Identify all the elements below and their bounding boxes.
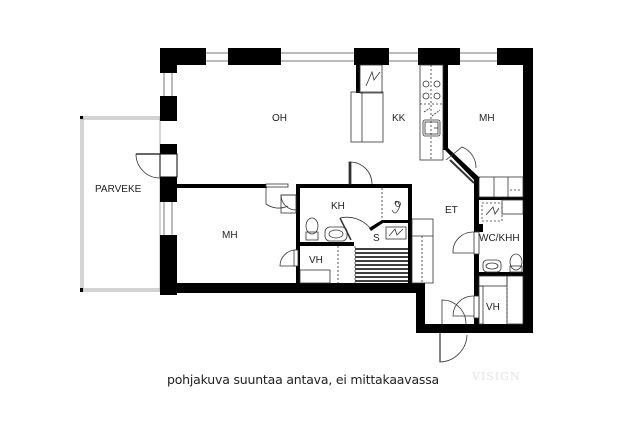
hall-cabinet (411, 218, 434, 284)
walls (159, 48, 533, 333)
label-living-room: OH (272, 113, 287, 124)
label-bathroom: KH (331, 201, 345, 212)
label-balcony: PARVEKE (95, 184, 142, 195)
label-wc-utility: WC/KHH (479, 233, 520, 244)
label-kitchen: KK (392, 113, 406, 124)
doors (135, 146, 480, 363)
label-hallway: ET (445, 205, 458, 216)
room-labels: OH KK MH PARVEKE MH KH S VH ET WC/KHH VH (95, 113, 520, 313)
label-closet-west: VH (309, 255, 323, 266)
balcony (80, 116, 161, 292)
sauna-bench (355, 248, 408, 282)
label-bedroom-east: MH (479, 113, 495, 124)
bathroom-fixtures (305, 188, 407, 283)
label-sauna: S (373, 233, 380, 244)
closet-west-fixtures (299, 246, 339, 284)
label-bedroom-west: MH (222, 230, 238, 241)
disclaimer-caption: pohjakuva suuntaa antava, ei mittakaavas… (167, 372, 439, 387)
label-closet-east: VH (486, 302, 500, 313)
east-fixtures (478, 176, 524, 325)
kitchen-fixtures (350, 64, 444, 161)
brand-watermark: VISIGN (472, 370, 521, 383)
